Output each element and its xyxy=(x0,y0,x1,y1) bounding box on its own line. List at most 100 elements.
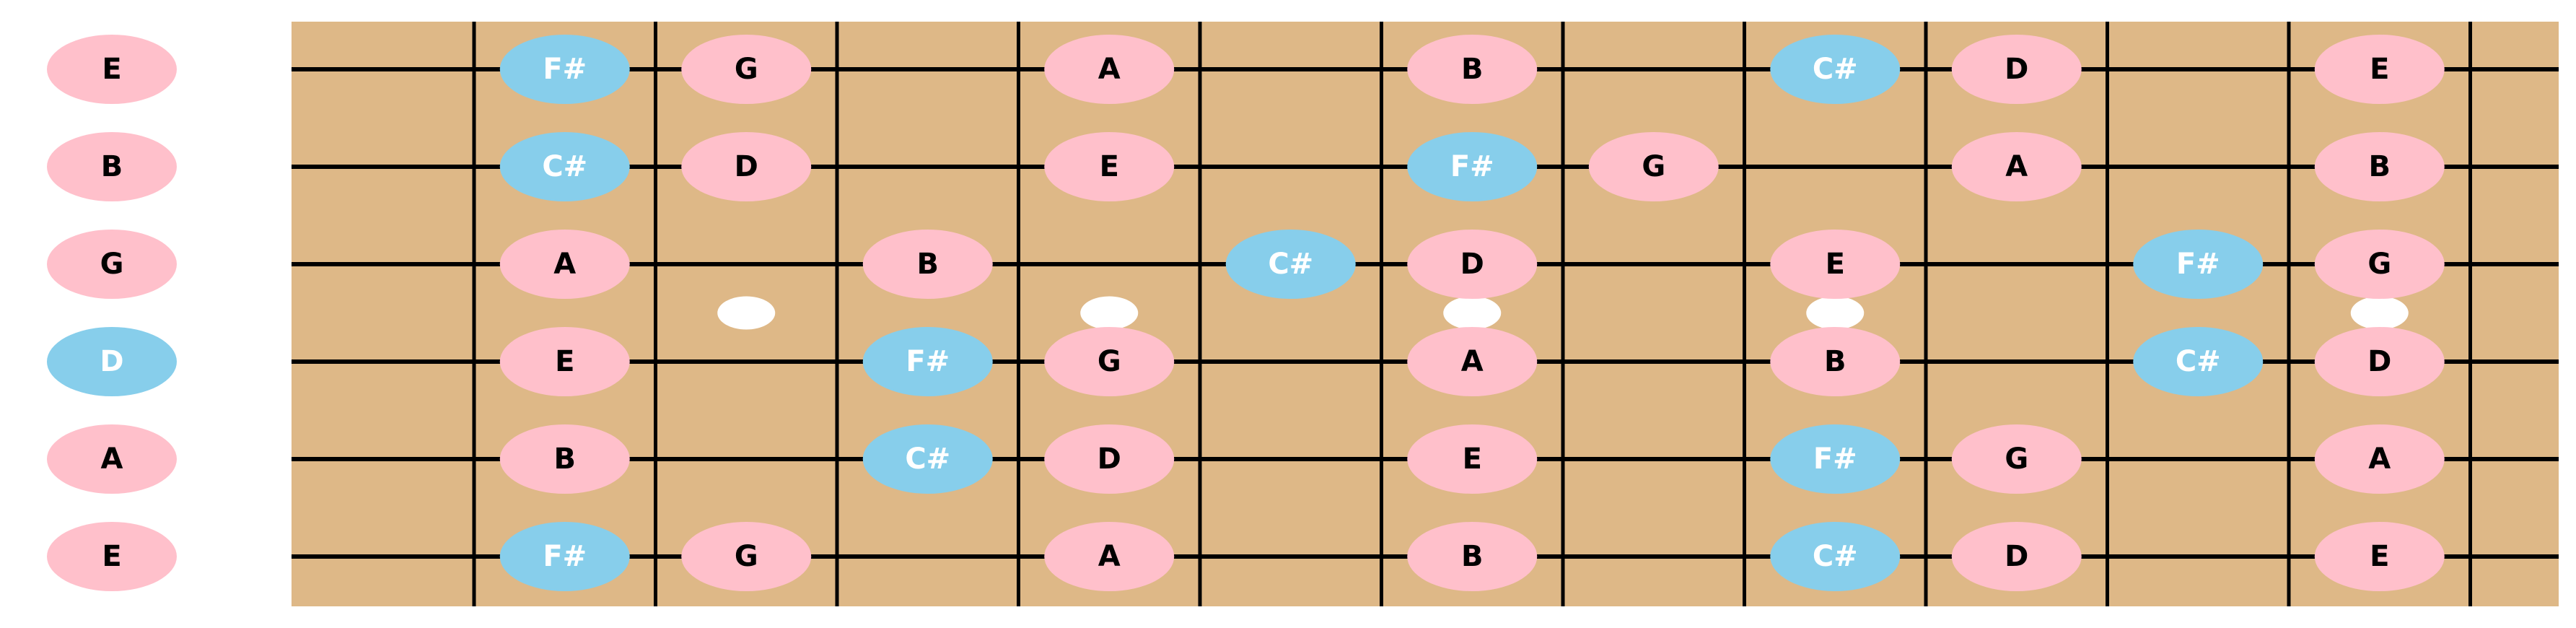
open-note-marker xyxy=(47,424,177,494)
note-string-4-fret-6: A xyxy=(1407,327,1538,396)
note-label: D xyxy=(1460,248,1484,281)
open-string-3: G xyxy=(47,230,177,299)
note-marker xyxy=(1770,522,1901,591)
note-marker xyxy=(2314,522,2445,591)
note-string-2-fret-7: G xyxy=(1588,132,1719,201)
note-label: C# xyxy=(1813,53,1858,86)
open-string-5: A xyxy=(47,424,177,494)
note-label: F# xyxy=(1813,442,1857,476)
note-string-3-fret-6: D xyxy=(1407,230,1538,299)
note-marker xyxy=(1044,35,1175,104)
inlays-layer xyxy=(717,296,2409,330)
note-label: A xyxy=(1098,53,1121,86)
note-marker xyxy=(499,424,630,494)
open-string-1: E xyxy=(47,35,177,104)
note-string-4-fret-11: D xyxy=(2314,327,2445,396)
note-marker xyxy=(1044,327,1175,396)
note-marker xyxy=(1407,35,1538,104)
note-marker xyxy=(1770,35,1901,104)
note-label: D xyxy=(2367,345,2391,378)
note-string-1-fret-2: G xyxy=(681,35,812,104)
note-marker xyxy=(1044,522,1175,591)
inlay-dot-fret-9 xyxy=(1806,296,1865,330)
note-string-4-fret-4: G xyxy=(1044,327,1175,396)
note-string-5-fret-6: E xyxy=(1407,424,1538,494)
note-label: D xyxy=(735,150,758,183)
note-label: F# xyxy=(2176,248,2220,281)
open-note-label: D xyxy=(100,345,123,378)
note-marker xyxy=(2314,35,2445,104)
open-note-marker xyxy=(47,132,177,201)
note-string-6-fret-4: A xyxy=(1044,522,1175,591)
note-marker xyxy=(2314,327,2445,396)
note-marker xyxy=(681,132,812,201)
note-label: A xyxy=(1461,345,1484,378)
open-string-6: E xyxy=(47,522,177,591)
note-marker xyxy=(862,230,993,299)
note-string-3-fret-5: C# xyxy=(1225,230,1356,299)
note-label: C# xyxy=(542,150,587,183)
note-string-5-fret-11: A xyxy=(2314,424,2445,494)
note-marker xyxy=(2133,230,2264,299)
note-label: F# xyxy=(543,540,587,573)
note-label: G xyxy=(1642,150,1665,183)
open-note-marker xyxy=(47,327,177,396)
note-string-6-fret-8: C# xyxy=(1770,522,1901,591)
note-label: C# xyxy=(2176,345,2221,378)
note-label: F# xyxy=(1450,150,1494,183)
open-note-label: E xyxy=(102,53,121,86)
note-label: G xyxy=(735,540,758,573)
note-label: B xyxy=(1461,53,1484,86)
note-label: D xyxy=(1098,442,1121,476)
open-string-2: B xyxy=(47,132,177,201)
note-label: E xyxy=(1826,248,1845,281)
note-string-3-fret-11: G xyxy=(2314,230,2445,299)
note-label: B xyxy=(1824,345,1846,378)
note-label: D xyxy=(2005,540,2028,573)
note-string-5-fret-8: F# xyxy=(1770,424,1901,494)
note-label: A xyxy=(2005,150,2028,183)
note-marker xyxy=(2314,132,2445,201)
note-marker xyxy=(1044,424,1175,494)
open-note-marker xyxy=(47,35,177,104)
note-string-6-fret-1: F# xyxy=(499,522,630,591)
note-label: G xyxy=(1098,345,1121,378)
note-string-4-fret-8: B xyxy=(1770,327,1901,396)
note-string-3-fret-3: B xyxy=(862,230,993,299)
open-strings-layer: E BG D A E xyxy=(47,35,177,591)
note-marker xyxy=(1407,132,1538,201)
note-string-1-fret-1: F# xyxy=(499,35,630,104)
note-label: F# xyxy=(906,345,950,378)
note-string-1-fret-4: A xyxy=(1044,35,1175,104)
note-marker xyxy=(2133,327,2264,396)
note-label: B xyxy=(2369,150,2391,183)
note-marker xyxy=(2314,230,2445,299)
note-label: G xyxy=(735,53,758,86)
note-string-2-fret-4: E xyxy=(1044,132,1175,201)
note-string-6-fret-9: D xyxy=(1951,522,2082,591)
note-marker xyxy=(1044,132,1175,201)
note-label: A xyxy=(1098,540,1121,573)
note-string-3-fret-10: F# xyxy=(2133,230,2264,299)
open-note-label: A xyxy=(101,442,123,476)
note-label: C# xyxy=(1268,248,1313,281)
note-string-6-fret-6: B xyxy=(1407,522,1538,591)
note-string-1-fret-9: D xyxy=(1951,35,2082,104)
note-marker xyxy=(1407,230,1538,299)
note-marker xyxy=(499,35,630,104)
note-marker xyxy=(1407,522,1538,591)
note-label: D xyxy=(2005,53,2028,86)
note-label: E xyxy=(1463,442,1482,476)
note-string-2-fret-11: B xyxy=(2314,132,2445,201)
note-string-1-fret-8: C# xyxy=(1770,35,1901,104)
note-label: A xyxy=(553,248,576,281)
note-string-2-fret-2: D xyxy=(681,132,812,201)
note-marker xyxy=(862,424,993,494)
note-label: G xyxy=(2005,442,2028,476)
note-label: E xyxy=(555,345,574,378)
note-marker xyxy=(1951,424,2082,494)
note-string-1-fret-11: E xyxy=(2314,35,2445,104)
inlay-dot-fret-3 xyxy=(717,296,776,330)
